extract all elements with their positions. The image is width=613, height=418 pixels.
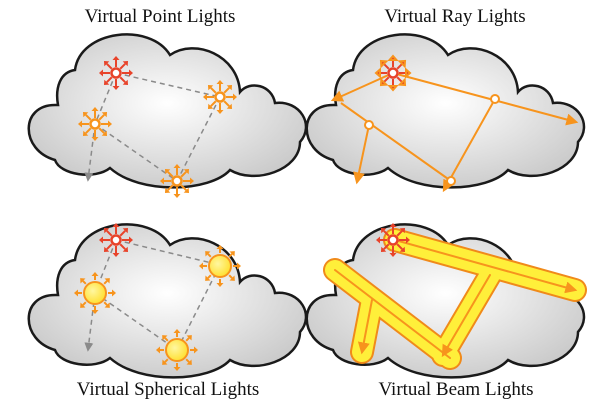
source-light-icon (99, 223, 133, 257)
cloud-top-right (305, 33, 586, 189)
panel-title-virtual-ray-lights: Virtual Ray Lights (384, 6, 526, 27)
sphere-light-icon (74, 272, 116, 314)
ray-arrow-icon (330, 72, 394, 102)
panel-title-virtual-beam-lights: Virtual Beam Lights (378, 379, 534, 400)
point-lights-panel (78, 56, 237, 198)
source-light-icon (376, 223, 410, 257)
cloud-top-left (27, 33, 308, 189)
source-light-icon (99, 56, 133, 90)
spherical-lights-panel (74, 223, 241, 371)
ray-lights-panel (330, 54, 579, 193)
panel-title-virtual-spherical-lights: Virtual Spherical Lights (76, 379, 260, 400)
sphere-light-icon (156, 329, 198, 371)
ray-arrow-icon (442, 98, 496, 193)
ray-arrow-icon (392, 72, 579, 126)
ray-arrow-icon (353, 124, 370, 185)
point-light-icon (160, 164, 194, 198)
source-light-icon (374, 54, 412, 92)
sphere-light-icon (199, 245, 241, 287)
beam-icon (323, 228, 587, 370)
beam-lights-panel (323, 223, 587, 370)
panel-title-virtual-point-lights: Virtual Point Lights (84, 6, 236, 27)
path-gray-dashed (84, 72, 221, 182)
point-light-icon (78, 107, 112, 141)
point-light-icon (203, 80, 237, 114)
